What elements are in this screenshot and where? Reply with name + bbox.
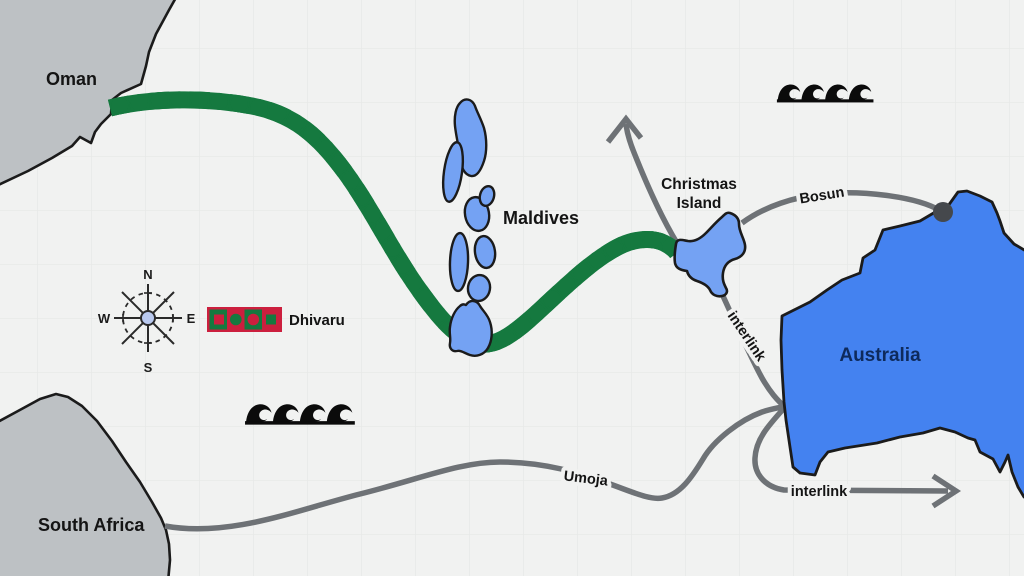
route-interlink-south-line: [752, 404, 949, 494]
maldives-island: [448, 231, 470, 293]
island-christmas: [673, 211, 747, 298]
route-umoja-line: [164, 403, 787, 532]
dhivaru-legend-swatch: [207, 307, 282, 332]
maldives-island: [441, 141, 465, 203]
route-bosun-line: [740, 190, 943, 226]
compass-s: S: [144, 360, 153, 375]
label-maldives: Maldives: [503, 208, 579, 228]
label-christmas-island-line1: Christmas: [661, 176, 737, 193]
landing-dot-icon: [933, 202, 953, 222]
maldives-island: [448, 299, 493, 357]
maldives-island: [473, 234, 497, 270]
gray-routes: [164, 114, 962, 532]
label-christmas-island-line2: Island: [677, 195, 722, 212]
compass-rose-icon: [114, 284, 182, 352]
label-australia: Australia: [839, 345, 921, 366]
landmass-south-africa: [0, 392, 172, 576]
compass-e: E: [187, 311, 196, 326]
legend-label-dhivaru: Dhivaru: [289, 312, 345, 329]
arrow-up-icon: [605, 114, 644, 144]
arrow-right-icon: [931, 473, 962, 509]
landmass-oman: [0, 0, 177, 186]
route-interlink-upper-line: [720, 294, 788, 411]
route-continuation-north-line: [623, 123, 680, 245]
compass-n: N: [143, 267, 152, 282]
label-south-africa: South Africa: [38, 515, 145, 535]
landmass-australia: [779, 189, 1024, 499]
compass-w: W: [98, 311, 111, 326]
maldives-island: [478, 184, 496, 208]
label-interlink-south: interlink: [791, 484, 848, 500]
island-group-maldives: [441, 98, 497, 357]
label-oman: Oman: [46, 69, 97, 89]
